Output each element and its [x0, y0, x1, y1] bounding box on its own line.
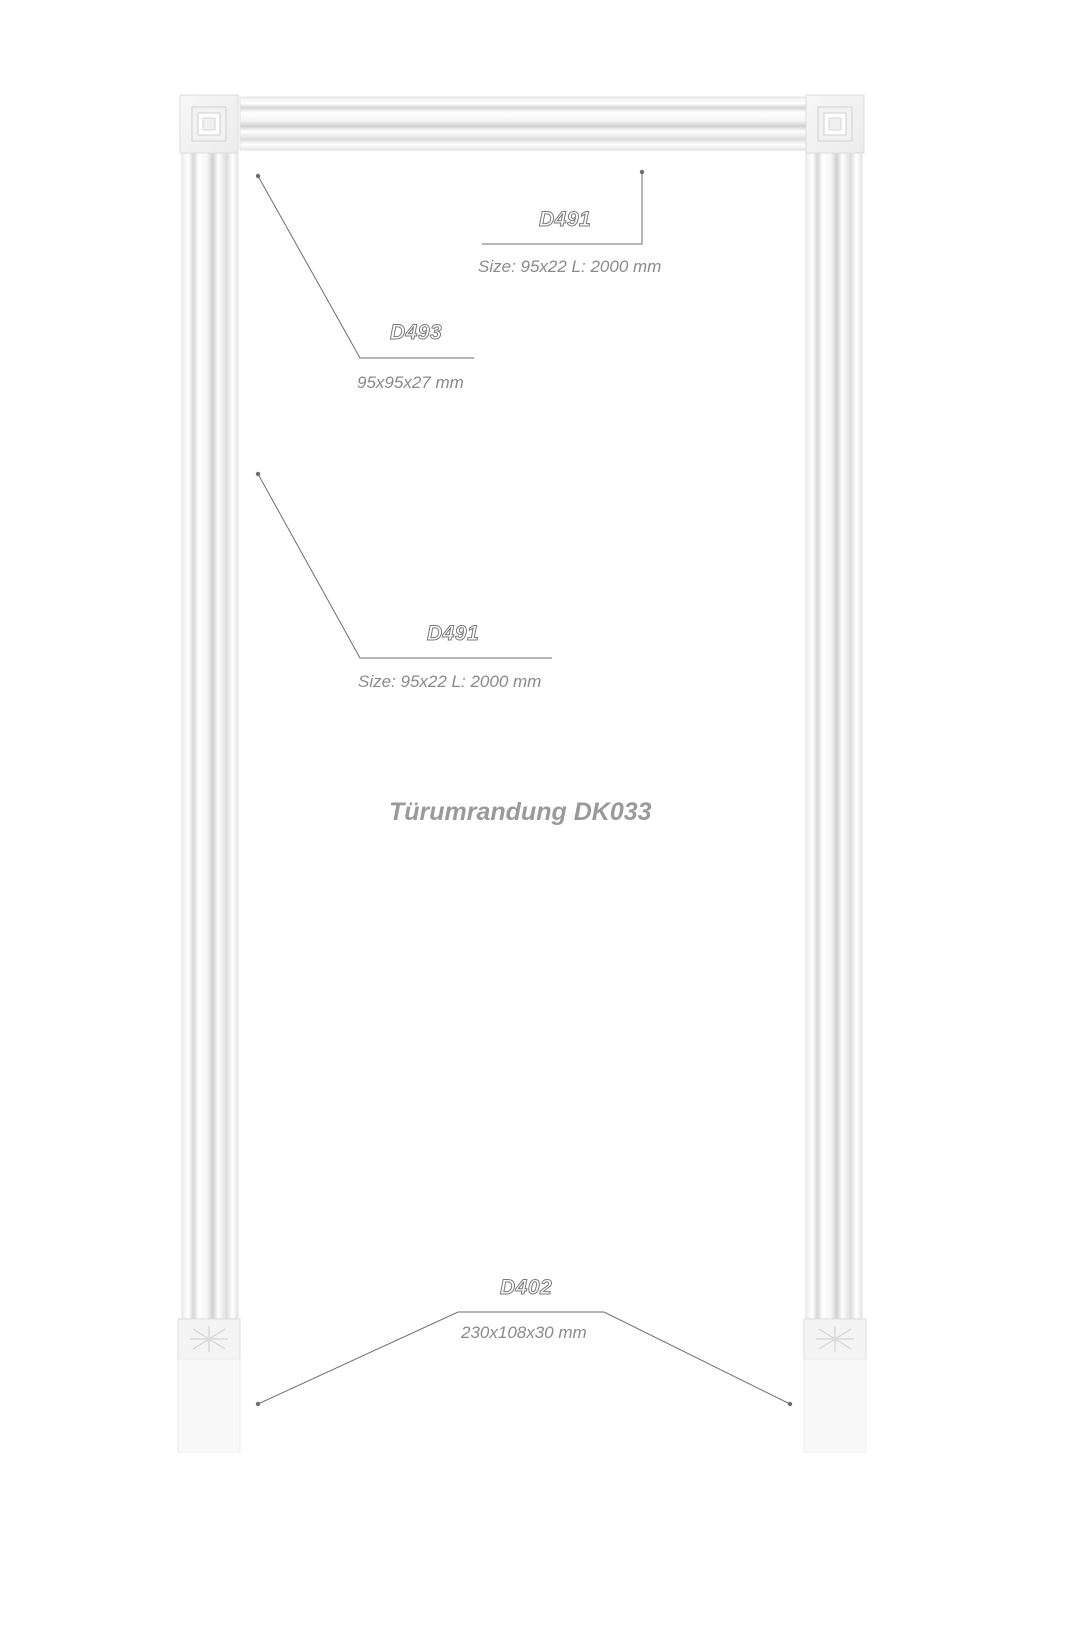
leader-dot-plinth-right [787, 1401, 793, 1407]
leader-dot-top-casing [639, 169, 645, 175]
corner-block-size: 95x95x27 mm [357, 373, 464, 392]
leader-dot-plinth-left [255, 1401, 261, 1407]
top-casing-size: Size: 95x22 L: 2000 mm [478, 257, 662, 276]
left-corner-block [179, 94, 239, 154]
diagram-title: Türumrandung DK033 [389, 798, 652, 826]
left-side-casing [181, 152, 239, 1320]
plinth-block-code: D402 [499, 1276, 553, 1300]
head-casing [239, 96, 807, 151]
leader-line-top-casing [482, 172, 643, 245]
plinth-block-size: 230x108x30 mm [461, 1323, 587, 1342]
leader-dot-side-casing [255, 471, 261, 477]
leader-line-plinth-block [257, 1311, 791, 1405]
leader-line-corner-block [257, 175, 474, 359]
right-side-casing [805, 152, 863, 1320]
corner-block-code: D493 [389, 321, 443, 345]
top-casing-code: D491 [538, 208, 592, 232]
right-plinth-block [803, 1318, 867, 1453]
right-corner-block [805, 94, 865, 154]
leader-line-side-casing [257, 473, 552, 659]
side-casing-code: D491 [426, 622, 480, 646]
side-casing-size: Size: 95x22 L: 2000 mm [358, 672, 542, 691]
left-plinth-block [177, 1318, 241, 1453]
leader-dot-corner-block [255, 173, 261, 179]
